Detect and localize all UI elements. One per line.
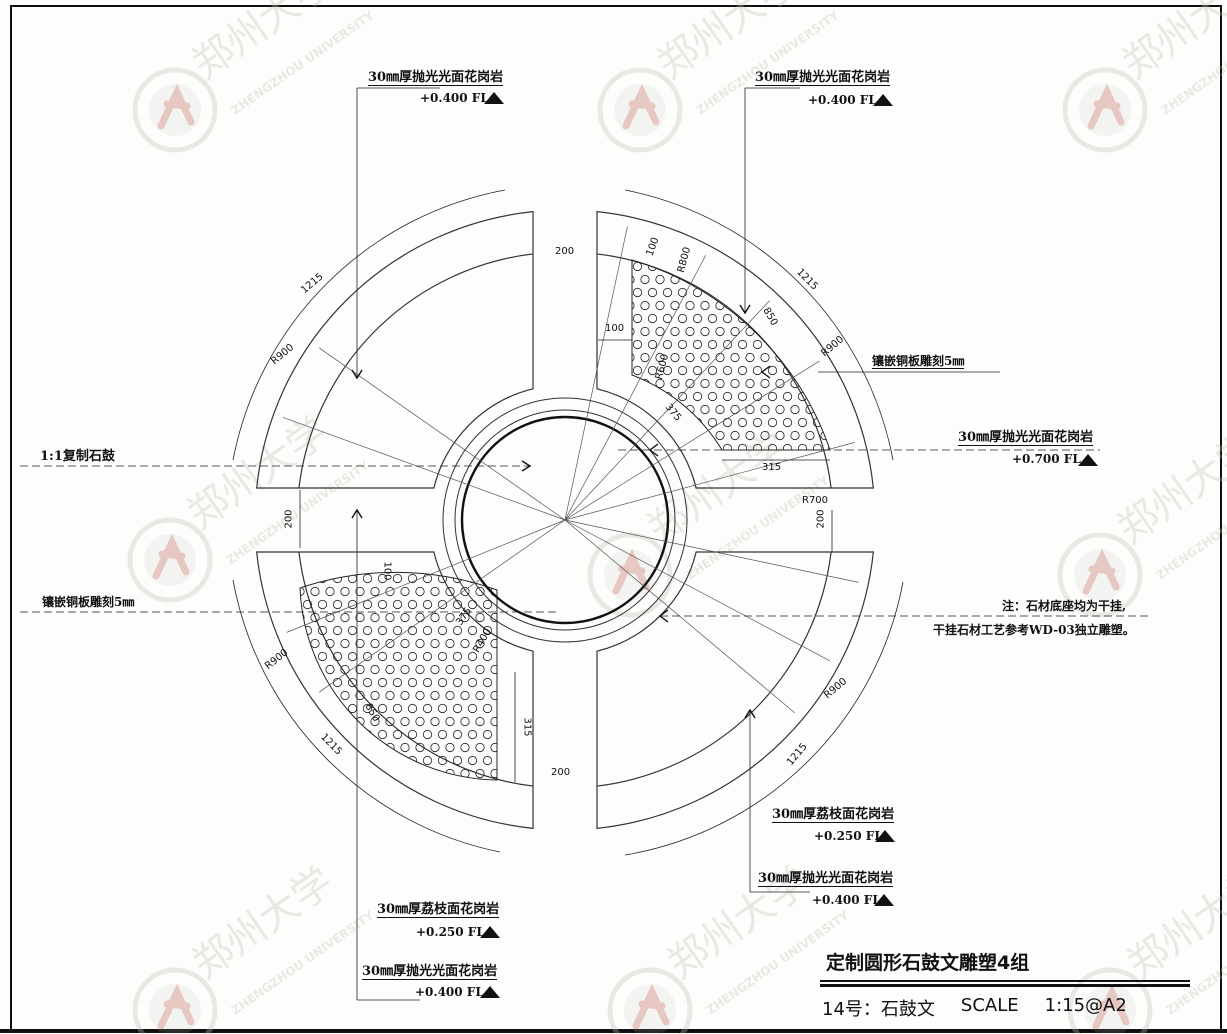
quadrant-step-line-nw	[298, 253, 534, 489]
material-label-bottom-right-1: 30㎜厚荔枝面花岗岩	[772, 807, 895, 823]
material-label-bottom-left-2: 30㎜厚抛光光面花岗岩	[362, 964, 498, 980]
title-rule-thin	[820, 980, 1190, 982]
level-label-bottom-right-2: +0.400 FL	[812, 893, 881, 907]
note-line-2: 干挂石材工艺参考WD-03独立雕塑。	[933, 623, 1135, 637]
material-label-top-left: 30㎜厚抛光光面花岗岩	[368, 70, 504, 86]
level-triangles	[480, 92, 1098, 998]
material-label-right: 30㎜厚抛光光面花岗岩	[958, 430, 1094, 446]
inlay-label-left: 镶嵌铜板雕刻5㎜	[42, 595, 135, 609]
quadrant-step-line-se	[596, 551, 832, 787]
granite-quadrant-ne	[596, 210, 875, 489]
construction-line	[319, 347, 566, 521]
dim-gap-200-bottom: 200	[551, 767, 571, 778]
title-subline: 14号：石鼓文 SCALE 1:15@A2	[820, 995, 1192, 1021]
dimension-ticks	[299, 339, 833, 782]
construction-line	[282, 417, 566, 521]
drawing-number: 14号：石鼓文	[822, 999, 935, 1020]
leader-arrowheads	[351, 304, 771, 719]
dim-315-vertical: 315	[521, 717, 533, 737]
construction-line	[564, 519, 831, 662]
level-label-top-right: +0.400 FL	[808, 93, 877, 107]
level-label-top-left: +0.400 FL	[420, 91, 489, 105]
construction-line	[564, 300, 770, 521]
construction-lines	[282, 226, 859, 714]
copper-inlay-panel-sw	[299, 571, 498, 781]
stone-drum-center	[442, 397, 688, 643]
material-label-bottom-right-2: 30㎜厚抛光光面花岗岩	[758, 871, 894, 887]
dim-gap-200-top: 200	[555, 246, 575, 257]
material-label-bottom-left-1: 30㎜厚荔枝面花岗岩	[377, 902, 500, 918]
granite-quadrant-nw	[255, 210, 534, 489]
construction-line	[564, 442, 855, 521]
construction-line	[564, 254, 707, 521]
construction-line	[564, 360, 820, 521]
svg-text:郑州大学: 郑州大学	[184, 859, 341, 988]
construction-line	[286, 519, 566, 633]
dim-100-bottom: 100	[381, 561, 393, 581]
construction-line	[564, 519, 859, 583]
dim-100-left: 100	[605, 323, 625, 334]
construction-line	[319, 519, 566, 693]
replica-drum-label: 1:1复制石鼓	[40, 449, 115, 464]
drawing-title: 定制圆形石鼓文雕塑4组	[826, 952, 1030, 974]
copper-inlay-panel-ne	[631, 259, 831, 451]
dim-gap-200-right: 200	[815, 509, 827, 529]
title-block: 定制圆形石鼓文雕塑4组 14号：石鼓文 SCALE 1:15@A2	[820, 948, 1192, 1021]
inlay-label-right: 镶嵌铜板雕刻5㎜	[872, 354, 965, 369]
construction-line	[564, 226, 628, 521]
level-label-bottom-left-2: +0.400 FL	[415, 985, 484, 999]
level-label-bottom-left-1: +0.250 FL	[416, 925, 485, 939]
level-label-right: +0.700 FL	[1012, 452, 1081, 466]
level-label-bottom-right-1: +0.250 FL	[814, 829, 883, 843]
note-line-1: 注：石材底座均为干挂,	[1002, 599, 1127, 613]
dim-gap-200-left: 200	[283, 509, 295, 529]
scale-value: 1:15@A2	[1044, 995, 1127, 1016]
arc-dimensions	[232, 189, 904, 856]
dim-r700: R700	[802, 495, 829, 506]
title-rule-thick	[820, 984, 1190, 987]
sheet-frame	[0, 5, 1227, 1033]
construction-line	[564, 519, 796, 714]
dim-315-horizontal: 315	[762, 462, 782, 473]
material-label-top-right: 30㎜厚抛光光面花岗岩	[755, 70, 891, 86]
leader-lines	[20, 87, 1150, 1001]
scale-label: SCALE	[960, 995, 1019, 1016]
